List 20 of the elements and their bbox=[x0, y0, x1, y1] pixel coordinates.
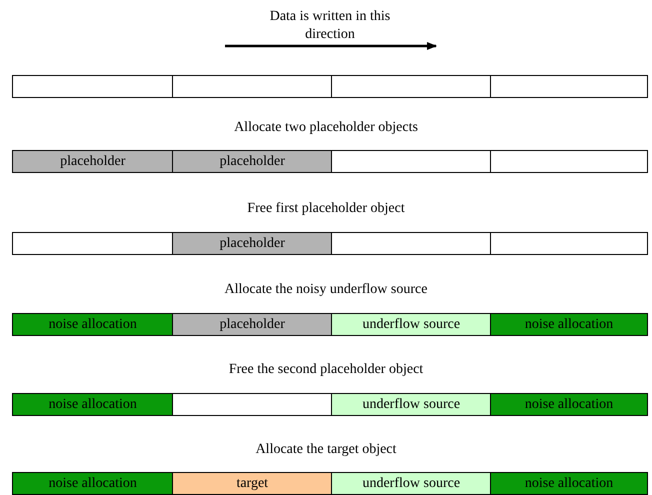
noise-allocation-slot: noise allocation bbox=[490, 313, 648, 336]
step-caption: Allocate the target object bbox=[256, 442, 396, 457]
underflow-source-slot: underflow source bbox=[331, 313, 492, 336]
step-caption: Allocate two placeholder objects bbox=[234, 120, 418, 135]
placeholder-slot: placeholder bbox=[172, 150, 332, 173]
step-caption: Allocate the noisy underflow source bbox=[224, 282, 428, 297]
placeholder-slot: placeholder bbox=[12, 150, 174, 173]
placeholder-slot: placeholder bbox=[172, 232, 332, 255]
noise-allocation-slot: noise allocation bbox=[12, 313, 174, 336]
target-slot: target bbox=[172, 472, 332, 495]
underflow-source-slot: underflow source bbox=[331, 393, 492, 416]
step-caption: Free first placeholder object bbox=[247, 201, 405, 216]
noise-allocation-slot: noise allocation bbox=[12, 472, 174, 495]
noise-allocation-slot: noise allocation bbox=[490, 472, 648, 495]
placeholder-slot: placeholder bbox=[172, 313, 332, 336]
underflow-source-slot: underflow source bbox=[331, 472, 492, 495]
noise-allocation-slot: noise allocation bbox=[490, 393, 648, 416]
step-caption: Free the second placeholder object bbox=[228, 362, 424, 377]
direction-caption: Data is written in this direction bbox=[268, 8, 392, 43]
noise-allocation-slot: noise allocation bbox=[12, 393, 174, 416]
